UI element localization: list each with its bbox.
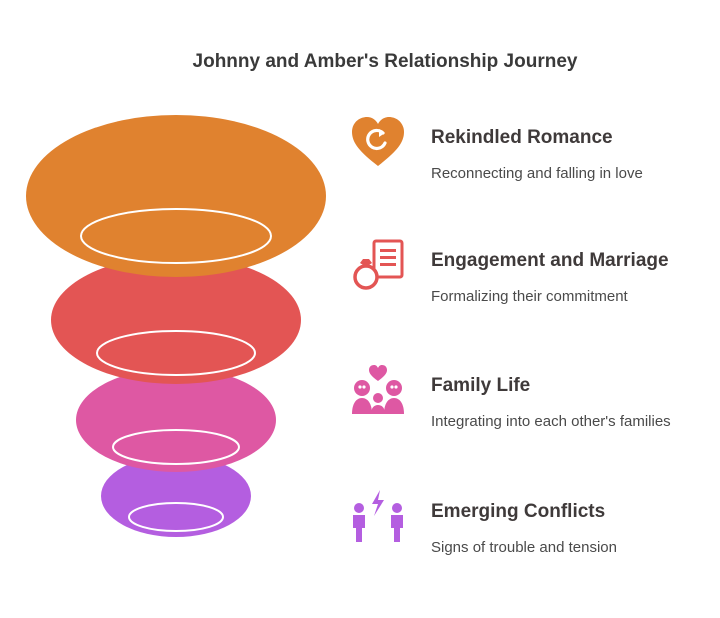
funnel-layer-family-life — [76, 368, 276, 472]
funnel-ring-rekindled-romance — [80, 208, 272, 264]
stage-description: Reconnecting and falling in love — [431, 165, 643, 182]
diagram-title: Johnny and Amber's Relationship Journey — [192, 51, 578, 72]
funnel-diagram — [26, 115, 326, 537]
funnel-ring-family-life — [112, 429, 240, 465]
stage-label: Emerging Conflicts — [431, 501, 606, 522]
stage-label: Engagement and Marriage — [431, 250, 669, 271]
funnel-layer-emerging-conflicts — [101, 455, 251, 537]
stage-label: Rekindled Romance — [431, 127, 613, 148]
stage-description: Signs of trouble and tension — [431, 539, 617, 556]
heart-rekindle-icon — [352, 117, 404, 166]
ring-contract-icon — [353, 239, 404, 290]
funnel-ring-engagement-marriage — [96, 330, 256, 376]
stage-description: Integrating into each other's families — [431, 413, 671, 430]
funnel-ring-emerging-conflicts — [128, 502, 224, 532]
funnel-layer-rekindled-romance — [26, 115, 326, 277]
stage-description: Formalizing their commitment — [431, 288, 628, 305]
stage-label: Family Life — [431, 375, 531, 396]
people-conflict-icon — [353, 490, 403, 542]
funnel-layer-engagement-marriage — [51, 256, 301, 384]
family-heart-icon — [352, 365, 404, 414]
